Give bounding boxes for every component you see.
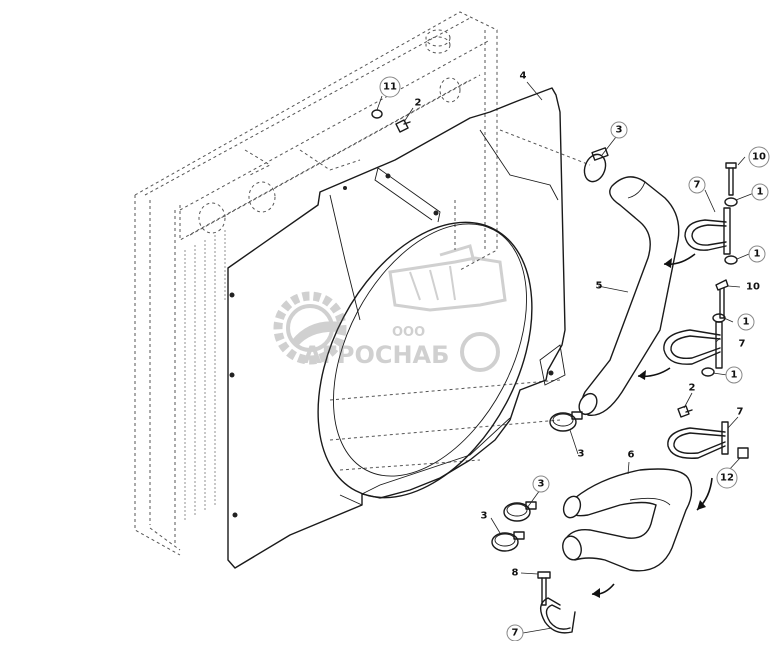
bolt-icon <box>395 119 411 133</box>
leader-lines <box>376 81 755 634</box>
assembly-arrow <box>591 583 615 598</box>
hose-clamp <box>491 531 525 552</box>
callout: 2 <box>415 98 422 109</box>
svg-text:1: 1 <box>743 317 750 328</box>
shroud-hole <box>232 512 238 518</box>
assembly-arrow <box>637 367 671 380</box>
svg-text:12: 12 <box>720 473 734 484</box>
fan-shroud <box>227 87 591 569</box>
lower-hose <box>562 468 693 572</box>
callout: 12 <box>716 467 738 489</box>
callout: 5 <box>596 281 603 292</box>
callout: 3 <box>610 121 628 139</box>
svg-text:3: 3 <box>578 449 585 460</box>
callout: 7 <box>739 339 746 350</box>
hose-clamp <box>583 147 609 183</box>
strap-bracket <box>667 421 729 459</box>
callout: 8 <box>512 568 519 579</box>
svg-text:8: 8 <box>512 568 519 579</box>
svg-text:5: 5 <box>596 281 603 292</box>
callout: 3 <box>481 511 488 522</box>
svg-text:2: 2 <box>689 383 696 394</box>
callout: 11 <box>379 76 401 98</box>
svg-text:7: 7 <box>739 339 746 350</box>
callout: 3 <box>532 475 550 493</box>
hose-clamp <box>503 501 537 522</box>
combine-harvester-icon <box>388 244 507 372</box>
nut-icon <box>371 109 749 459</box>
svg-text:1: 1 <box>754 249 761 260</box>
callout: 7 <box>737 407 744 418</box>
shroud-hole <box>433 210 439 216</box>
assembly-arrow <box>696 477 713 511</box>
svg-text:3: 3 <box>481 511 488 522</box>
watermark-name: АГРОСНАБ <box>303 341 449 369</box>
callout: 4 <box>520 71 527 82</box>
svg-text:7: 7 <box>737 407 744 418</box>
assembly-arrow <box>663 253 696 268</box>
upper-hose <box>578 176 680 416</box>
shroud-hole <box>385 173 391 179</box>
bolt-icon <box>715 279 729 319</box>
callout: 7 <box>688 176 706 194</box>
svg-text:3: 3 <box>538 479 545 490</box>
bolt-icon <box>537 571 551 606</box>
hose-clamp <box>549 411 583 432</box>
svg-text:6: 6 <box>628 450 635 461</box>
callout: 6 <box>628 450 635 461</box>
gear-icon <box>273 291 347 365</box>
bolt-icon <box>677 405 693 418</box>
svg-text:11: 11 <box>383 82 397 93</box>
callout: 1 <box>748 245 766 263</box>
svg-text:7: 7 <box>694 180 701 191</box>
strap-bracket <box>540 597 576 634</box>
shroud-hole <box>229 292 235 298</box>
callout: 10 <box>746 282 760 293</box>
svg-text:3: 3 <box>616 125 623 136</box>
radiator-outline <box>134 11 561 556</box>
callout: 10 <box>748 146 770 168</box>
svg-text:1: 1 <box>757 187 764 198</box>
svg-text:7: 7 <box>512 628 519 639</box>
callout: 1 <box>725 366 743 384</box>
callout: 7 <box>506 624 524 642</box>
svg-text:1: 1 <box>731 370 738 381</box>
watermark-prefix: ООО <box>392 325 425 340</box>
callout: 1 <box>737 313 755 331</box>
svg-text:2: 2 <box>415 98 422 109</box>
shroud-hole <box>229 372 235 378</box>
watermark-logo: ООО АГРОСНАБ <box>273 244 507 372</box>
bolt-icon <box>725 162 737 196</box>
shroud-hole <box>343 186 347 190</box>
strap-bracket <box>684 207 731 255</box>
svg-text:10: 10 <box>746 282 760 293</box>
callout: 1 <box>751 183 769 201</box>
svg-text:10: 10 <box>752 152 766 163</box>
callout: 2 <box>689 383 696 394</box>
callout: 3 <box>578 449 585 460</box>
strap-bracket <box>663 321 723 369</box>
svg-text:4: 4 <box>520 71 527 82</box>
shroud-hole <box>548 370 554 376</box>
